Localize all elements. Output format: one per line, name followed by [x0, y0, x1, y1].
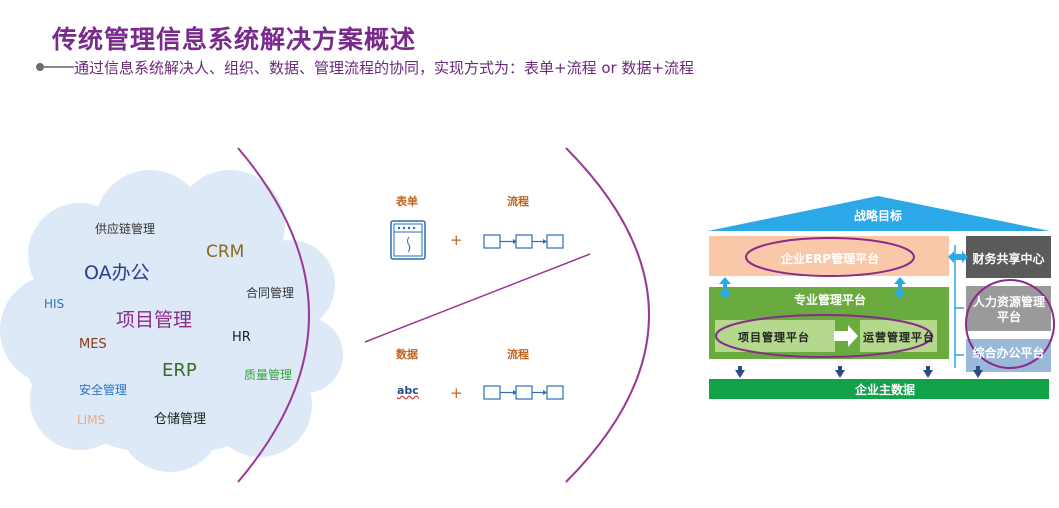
cloud-word-contract: 合同管理	[246, 286, 295, 300]
finance-label: 财务共享中心	[972, 251, 1045, 266]
inner-project-box	[715, 320, 835, 352]
hr-platform-label: 人力资源管理平台	[972, 295, 1045, 324]
highlight-erp	[745, 237, 915, 277]
cloud-shape	[0, 170, 343, 472]
inner-ops-box	[860, 320, 937, 352]
cloud-word-hr: HR	[232, 330, 251, 345]
erp-platform-label: 企业ERP管理平台	[780, 251, 880, 266]
bullet-line	[44, 66, 74, 68]
flow-label-top: 流程	[507, 195, 529, 208]
plus-top: +	[450, 231, 463, 249]
professional-label: 专业管理平台	[793, 292, 866, 307]
master-data-label: 企业主数据	[854, 382, 915, 397]
hr-box	[966, 286, 1051, 331]
right-arc	[565, 147, 650, 483]
master-band	[709, 379, 1049, 399]
ops-platform-label: 运营管理平台	[863, 331, 935, 344]
flow-label-bottom: 流程	[507, 348, 529, 361]
arrow-up-3	[923, 366, 933, 378]
finance-box	[966, 236, 1051, 278]
erp-band	[709, 236, 949, 276]
project-platform-label: 项目管理平台	[738, 331, 810, 344]
arrow-updown-right	[894, 277, 906, 299]
arrow-updown-left	[719, 277, 731, 299]
plus-bottom: +	[450, 384, 463, 402]
cloud-word-oa: OA办公	[84, 262, 150, 284]
highlight-hr-office	[965, 279, 1055, 369]
office-label: 综合办公平台	[972, 345, 1045, 360]
page-title: 传统管理信息系统解决方案概述	[52, 25, 417, 54]
arrow-up-2	[835, 366, 845, 378]
bullet-dot	[36, 63, 44, 71]
arrow-leftright	[948, 251, 968, 263]
cloud-word-crm: CRM	[206, 242, 245, 262]
flow-icon-top	[483, 234, 564, 249]
form-label: 表单	[396, 195, 418, 208]
arrow-up-4	[973, 366, 983, 378]
connector-arrows	[954, 245, 964, 368]
roof-label: 战略目标	[853, 208, 902, 223]
arrow-up-1	[735, 366, 745, 378]
cloud-word-supply: 供应链管理	[95, 222, 156, 236]
data-label: 数据	[396, 348, 418, 361]
ops-arrow	[834, 325, 858, 347]
house-graphic	[708, 196, 1055, 399]
flow-icon-bottom	[483, 385, 564, 400]
abc-icon: abc	[397, 384, 419, 397]
form-icon	[390, 220, 426, 260]
highlight-project-ops	[715, 314, 933, 358]
cloud-word-erp: ERP	[162, 360, 197, 381]
cloud-word-mes: MES	[79, 337, 107, 352]
roof-shape	[708, 196, 1050, 231]
cloud-word-project: 项目管理	[116, 309, 193, 331]
page-subtitle: 通过信息系统解决人、组织、数据、管理流程的协同，实现方式为：表单+流程 or 数…	[74, 59, 695, 77]
cloud-word-safety: 安全管理	[79, 383, 128, 397]
cloud-word-quality: 质量管理	[244, 368, 293, 382]
left-arc	[237, 147, 310, 483]
cloud-word-warehouse: 仓储管理	[154, 412, 207, 427]
cloud-word-lims: LIMS	[77, 413, 106, 427]
cloud-word-his: HIS	[44, 297, 65, 311]
divider-line	[364, 253, 591, 343]
